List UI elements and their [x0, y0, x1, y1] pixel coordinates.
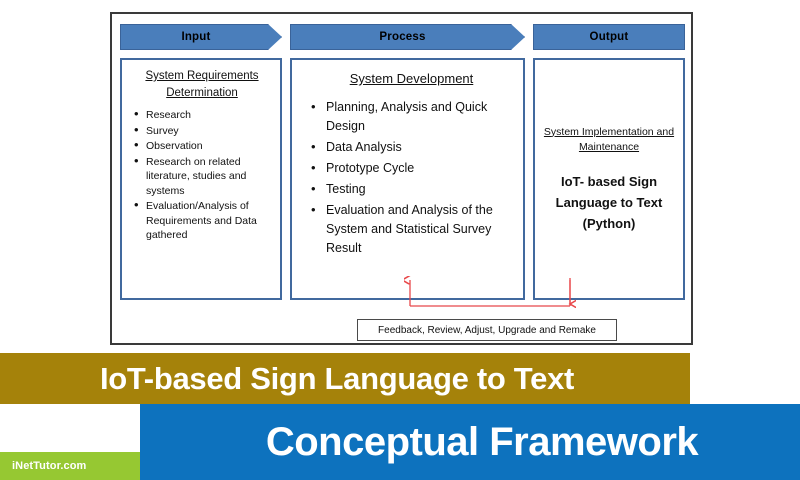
list-item: Evaluation/Analysis of Requirements and …: [134, 198, 274, 243]
output-box: System Implementation and Maintenance Io…: [533, 58, 685, 300]
column-process: Process System Development Planning, Ana…: [290, 24, 525, 300]
list-item: Research: [134, 107, 274, 123]
column-header-output: Output: [533, 24, 685, 50]
column-header-input: Input: [120, 24, 282, 50]
site-logo-bar: iNetTutor.com: [0, 452, 140, 480]
title-banner-gold: IoT-based Sign Language to Text: [0, 353, 690, 404]
column-header-process: Process: [290, 24, 525, 50]
output-box-main-text: IoT- based Sign Language to Text (Python…: [555, 173, 663, 231]
list-item: Data Analysis: [311, 137, 517, 157]
process-box-title: System Development: [349, 71, 474, 86]
title-banner-gold-text: IoT-based Sign Language to Text: [99, 360, 575, 396]
column-output: Output System Implementation and Mainten…: [533, 24, 685, 300]
process-box: System Development Planning, Analysis an…: [290, 58, 525, 300]
feedback-label-box: Feedback, Review, Adjust, Upgrade and Re…: [357, 319, 617, 341]
column-header-input-label: Input: [181, 31, 211, 43]
input-box-title: System Requirements Determination: [145, 70, 259, 99]
column-header-output-label: Output: [589, 31, 629, 43]
column-input: Input System Requirements Determination …: [120, 24, 282, 300]
title-banner-blue: Conceptual Framework: [140, 404, 800, 480]
list-item: Planning, Analysis and Quick Design: [311, 97, 517, 136]
list-item: Evaluation and Analysis of the System an…: [311, 200, 517, 258]
title-banner-blue-text: Conceptual Framework: [265, 419, 699, 464]
site-logo-text: iNetTutor.com: [12, 460, 87, 472]
list-item: Observation: [134, 138, 274, 154]
list-item: Research on related literature, studies …: [134, 154, 274, 199]
process-bullet-list: Planning, Analysis and Quick Design Data…: [306, 97, 517, 258]
list-item: Survey: [134, 123, 274, 139]
conceptual-framework-diagram: Input System Requirements Determination …: [110, 12, 693, 345]
list-item: Testing: [311, 179, 517, 199]
output-box-subtitle: System Implementation and Maintenance: [543, 125, 675, 153]
feedback-label-text: Feedback, Review, Adjust, Upgrade and Re…: [378, 324, 596, 336]
list-item: Prototype Cycle: [311, 158, 517, 178]
input-box: System Requirements Determination Resear…: [120, 58, 282, 300]
input-bullet-list: Research Survey Observation Research on …: [130, 107, 274, 243]
column-header-process-label: Process: [379, 31, 426, 43]
